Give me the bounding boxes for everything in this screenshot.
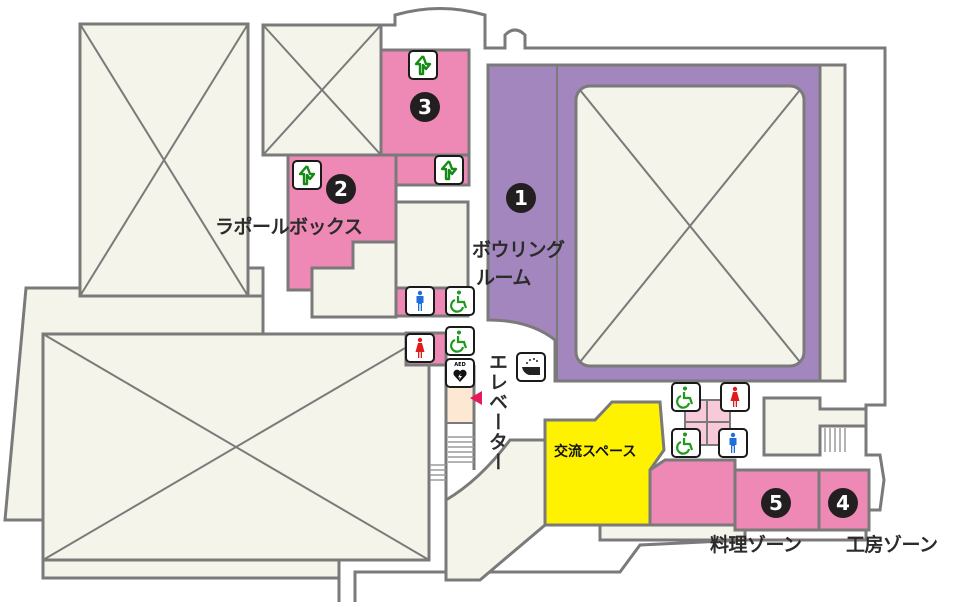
elevator-label: エレベーター bbox=[486, 352, 508, 472]
restroom-women-icon bbox=[720, 382, 750, 412]
room-number-5: 5 bbox=[761, 488, 791, 518]
restroom-men-icon bbox=[405, 286, 435, 316]
wheelchair-icon bbox=[671, 382, 701, 412]
aed-icon: AED bbox=[445, 358, 475, 388]
emergency-exit-icon bbox=[408, 50, 438, 80]
room-number-1: 1 bbox=[506, 183, 536, 213]
emergency-exit-icon bbox=[292, 160, 322, 190]
room-number-3: 3 bbox=[410, 92, 440, 122]
building-outline bbox=[263, 7, 887, 602]
room-5-label: 料理ゾーン bbox=[710, 534, 802, 556]
restroom-men-icon bbox=[718, 428, 748, 458]
stairs-center bbox=[430, 436, 474, 481]
elevator-marker-icon bbox=[470, 391, 482, 405]
room-2-label: ラポールボックス bbox=[215, 216, 363, 238]
exchange-space-label: 交流スペース bbox=[554, 444, 637, 460]
wheelchair-icon bbox=[445, 286, 475, 316]
room-number-4: 4 bbox=[828, 488, 858, 518]
room-1-label: ボウリング bbox=[472, 239, 565, 261]
baby-room-icon bbox=[516, 352, 546, 382]
exchange-space[interactable] bbox=[543, 400, 666, 527]
wheelchair-icon bbox=[445, 326, 475, 356]
room-1-label-line2: ルーム bbox=[476, 267, 531, 289]
room-number-2: 2 bbox=[326, 174, 356, 204]
wheelchair-icon bbox=[671, 428, 701, 458]
restroom-women-icon bbox=[405, 333, 435, 363]
emergency-exit-icon bbox=[434, 155, 464, 185]
room-4-label: 工房ゾーン bbox=[846, 534, 938, 556]
